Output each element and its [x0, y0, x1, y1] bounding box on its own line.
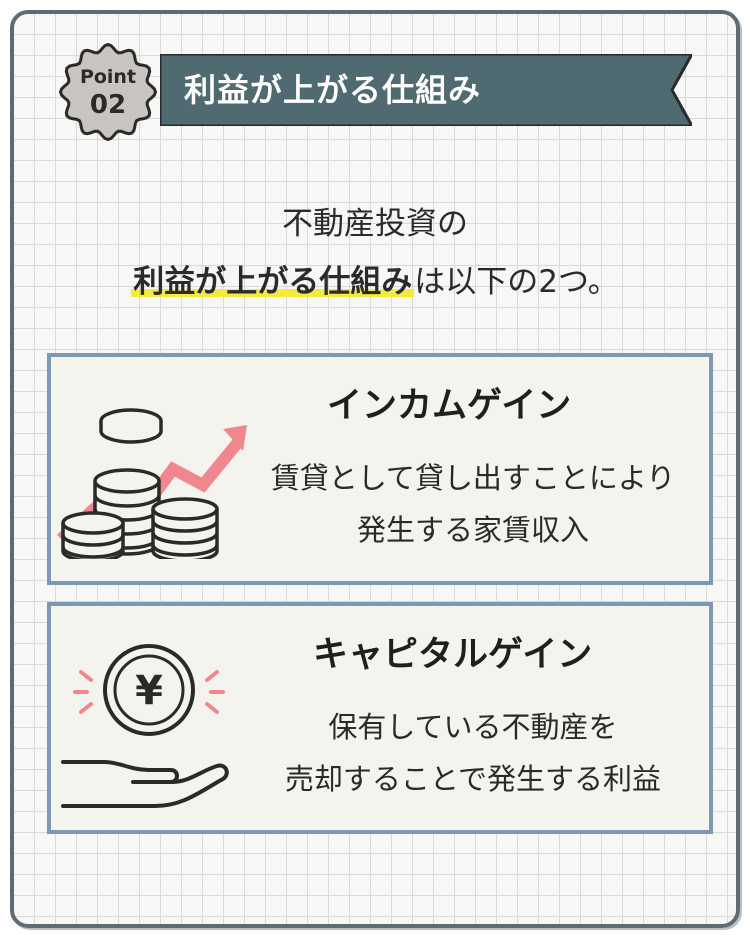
- capital-gain-title: キャピタルゲイン: [313, 635, 593, 675]
- capital-gain-line-2: 売却することで発生する利益: [284, 762, 662, 796]
- income-gain-card: インカムゲイン 賃貸として貸し出すことにより 発生する家賃収入: [47, 353, 713, 585]
- intro-highlight: 利益が上がる仕組み: [131, 264, 415, 300]
- svg-text:¥: ¥: [135, 668, 163, 714]
- income-gain-title: インカムゲイン: [327, 386, 572, 426]
- income-gain-line-1: 賃貸として貸し出すことにより: [270, 461, 676, 495]
- ribbon-shape: [160, 54, 692, 126]
- income-gain-line-2: 発生する家賃収入: [356, 513, 589, 547]
- point-badge: Point 02: [58, 42, 158, 142]
- badge-point-label: Point: [79, 66, 137, 88]
- intro-line-2-rest: は以下の2つ。: [414, 264, 619, 300]
- badge-number: 02: [89, 90, 127, 120]
- intro-line-1: 不動産投資の: [282, 206, 468, 242]
- yen-coin-hand-icon: ¥: [61, 644, 229, 808]
- intro-line-2: 利益が上がる仕組みは以下の2つ。: [0, 256, 750, 301]
- section-title: 利益が上がる仕組み: [184, 71, 482, 109]
- title-ribbon: 利益が上がる仕組み: [160, 54, 692, 126]
- scalloped-badge-icon: [58, 42, 158, 142]
- capital-gain-card: ¥ キャピタルゲイン 保有している不動産を 売却することで発生する利益: [47, 602, 713, 834]
- capital-gain-line-1: 保有している不動産を: [328, 710, 618, 744]
- coins-rising-arrow-icon: [56, 408, 247, 559]
